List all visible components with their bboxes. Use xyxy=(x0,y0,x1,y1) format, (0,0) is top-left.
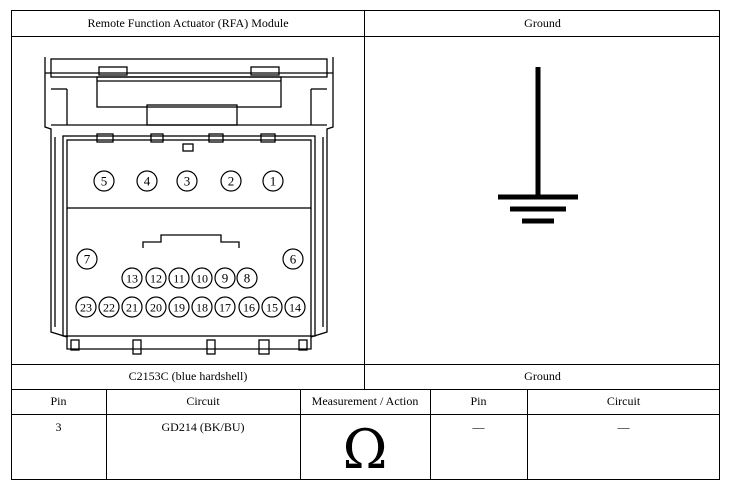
header-pin: Pin xyxy=(50,394,67,408)
header-circuit: Circuit xyxy=(186,394,220,408)
pin-5: 5 xyxy=(93,170,115,192)
header-pin-2: Pin xyxy=(470,394,487,408)
pin-1: 1 xyxy=(262,170,284,192)
ground-symbol-icon xyxy=(498,67,578,224)
rule-header xyxy=(11,36,720,37)
svg-text:8: 8 xyxy=(244,271,251,286)
pin-4: 4 xyxy=(136,170,158,192)
svg-text:1: 1 xyxy=(270,174,277,189)
pin-15: 15 xyxy=(261,296,283,318)
rule-center xyxy=(364,10,365,390)
pin-14: 14 xyxy=(284,296,306,318)
rule-caption-bottom xyxy=(11,389,720,390)
pin-16: 16 xyxy=(238,296,260,318)
svg-text:18: 18 xyxy=(196,301,208,315)
svg-text:17: 17 xyxy=(219,301,231,315)
rule-col3 xyxy=(430,389,431,480)
ground-caption: Ground xyxy=(524,369,561,383)
pin-23: 23 xyxy=(75,296,97,318)
svg-text:9: 9 xyxy=(222,271,229,286)
pin-8: 8 xyxy=(236,267,258,289)
svg-text:11: 11 xyxy=(173,272,185,286)
svg-text:23: 23 xyxy=(80,301,92,315)
rule-col4 xyxy=(527,389,528,480)
row-circuit-2: — xyxy=(617,420,630,434)
ohmmeter-icon: Ω xyxy=(342,417,388,481)
connector-caption: C2153C (blue hardshell) xyxy=(128,369,248,383)
svg-text:19: 19 xyxy=(173,301,185,315)
pin-17: 17 xyxy=(214,296,236,318)
svg-text:6: 6 xyxy=(290,252,297,267)
svg-text:20: 20 xyxy=(150,301,162,315)
svg-text:3: 3 xyxy=(184,174,191,189)
row-pin-2: — xyxy=(472,420,485,434)
svg-text:21: 21 xyxy=(126,301,138,315)
ground-title: Ground xyxy=(524,15,561,30)
svg-text:4: 4 xyxy=(144,174,151,189)
svg-text:5: 5 xyxy=(101,174,108,189)
pin-3: 3 xyxy=(176,170,198,192)
row-pin: 3 xyxy=(55,420,62,434)
svg-text:15: 15 xyxy=(266,301,278,315)
rule-col1 xyxy=(106,389,107,480)
pinout-table xyxy=(11,10,720,480)
module-title: Remote Function Actuator (RFA) Module xyxy=(87,15,289,30)
pin-9: 9 xyxy=(214,267,236,289)
svg-text:16: 16 xyxy=(243,301,255,315)
pin-7: 7 xyxy=(76,248,98,270)
rule-diagram-bottom xyxy=(11,364,720,365)
svg-text:13: 13 xyxy=(126,272,138,286)
pin-21: 21 xyxy=(121,296,143,318)
pin-22: 22 xyxy=(98,296,120,318)
svg-text:12: 12 xyxy=(150,272,162,286)
svg-text:14: 14 xyxy=(289,301,301,315)
pin-11: 11 xyxy=(168,267,190,289)
rule-table-header xyxy=(11,414,720,415)
header-circuit-2: Circuit xyxy=(606,394,641,408)
row-circuit: GD214 (BK/BU) xyxy=(161,420,245,434)
pin-10: 10 xyxy=(191,267,213,289)
pin-18: 18 xyxy=(191,296,213,318)
pin-12: 12 xyxy=(145,267,167,289)
svg-text:10: 10 xyxy=(196,272,208,286)
pin-20: 20 xyxy=(145,296,167,318)
pin-2: 2 xyxy=(220,170,242,192)
rule-col2 xyxy=(300,389,301,480)
svg-text:7: 7 xyxy=(84,252,91,267)
connector-outline xyxy=(44,57,334,350)
pin-13: 13 xyxy=(121,267,143,289)
svg-text:22: 22 xyxy=(103,301,115,315)
svg-text:2: 2 xyxy=(228,174,235,189)
pin-19: 19 xyxy=(168,296,190,318)
header-measurement: Measurement / Action xyxy=(311,394,419,408)
pin-6: 6 xyxy=(282,248,304,270)
